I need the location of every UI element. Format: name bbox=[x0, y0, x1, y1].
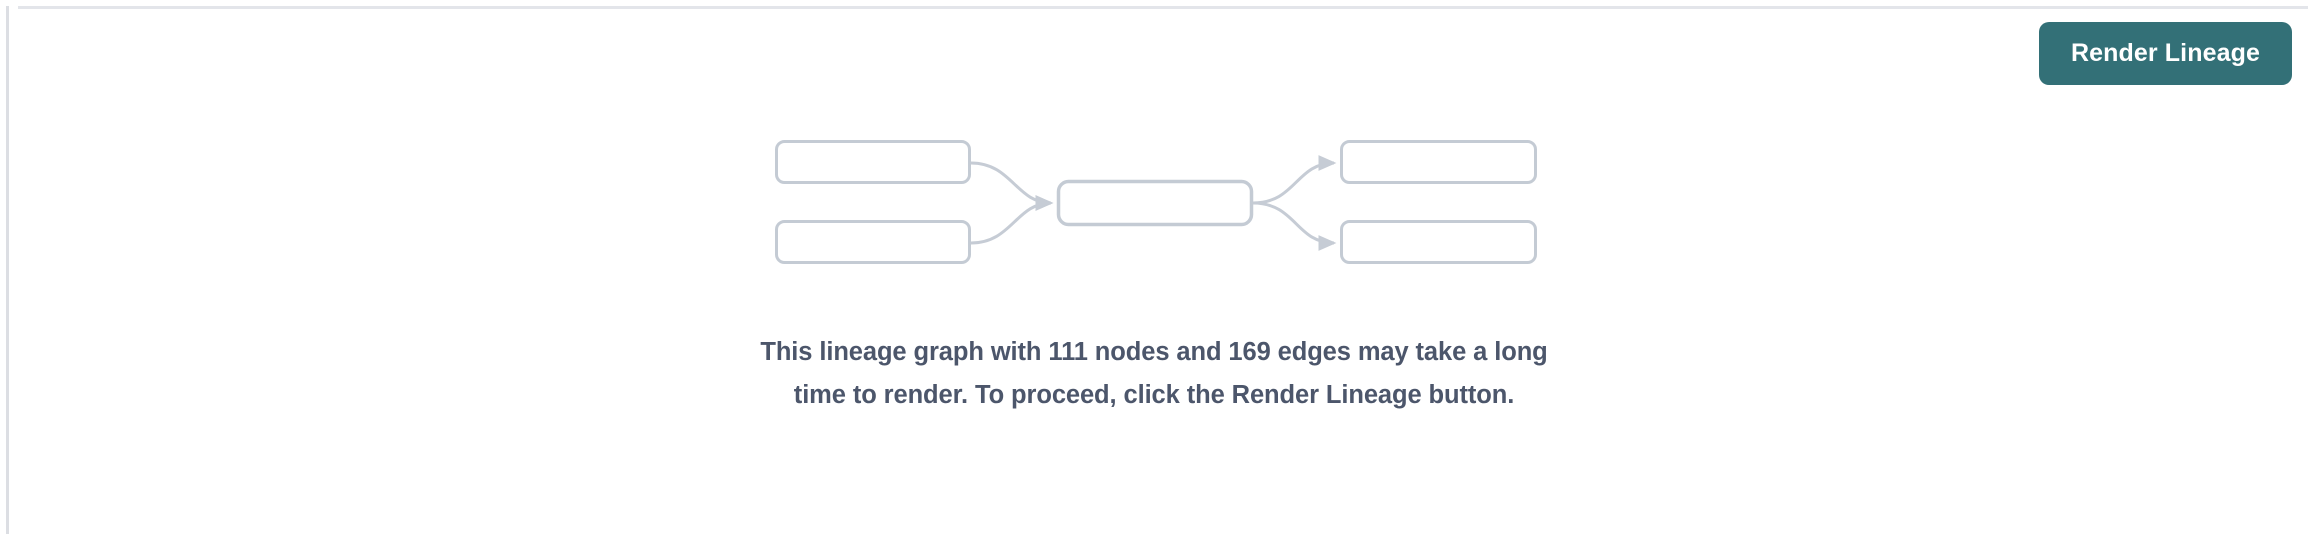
lineage-node bbox=[1340, 220, 1537, 264]
lineage-edge bbox=[1252, 201, 1337, 251]
panel-left-divider bbox=[6, 6, 9, 534]
lineage-edge bbox=[1252, 155, 1337, 205]
panel-top-divider bbox=[18, 6, 2308, 9]
lineage-edge bbox=[970, 161, 1054, 211]
lineage-node bbox=[1056, 179, 1254, 227]
render-lineage-button[interactable]: Render Lineage bbox=[2039, 22, 2292, 85]
lineage-node bbox=[1340, 140, 1537, 184]
lineage-node bbox=[775, 140, 971, 184]
lineage-edge bbox=[970, 195, 1054, 245]
lineage-node bbox=[775, 220, 971, 264]
lineage-warning-message: This lineage graph with 111 nodes and 16… bbox=[760, 338, 1548, 409]
